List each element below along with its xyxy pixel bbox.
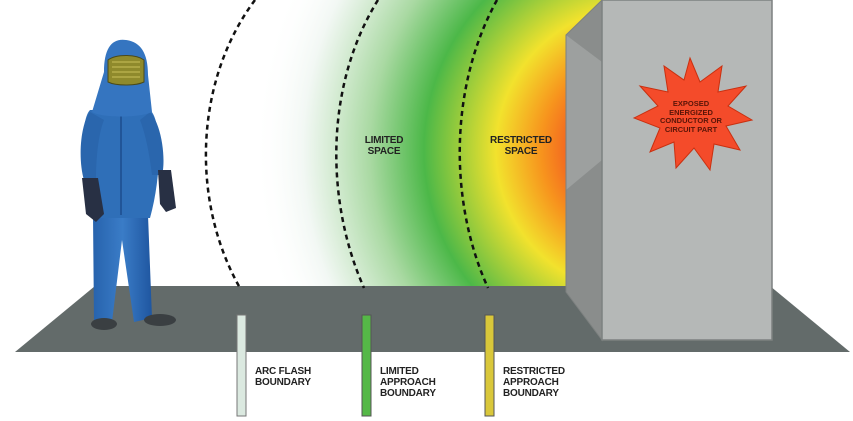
restricted-space-label: RESTRICTED SPACE [490,135,552,157]
limited-space-label: LIMITED SPACE [364,135,404,157]
restricted-approach-boundary-line [458,0,499,289]
limited-approach-boundary-line [335,0,380,289]
restricted-approach-boundary-label: RESTRICTED APPROACH BOUNDARY [503,366,565,399]
electrical-cabinet [565,0,773,342]
arc-flash-boundary-label: ARC FLASH BOUNDARY [255,366,311,388]
limited-approach-boundary-swatch [361,314,372,417]
hazard-label: EXPOSED ENERGIZED CONDUCTOR OR CIRCUIT P… [660,99,722,134]
restricted-approach-boundary-swatch [484,314,495,417]
worker-in-arc-flash-suit-icon [80,39,176,330]
arc-flash-boundary-swatch [236,314,247,417]
arc-flash-boundary-line [204,0,257,289]
hazard-star-icon [632,56,754,172]
limited-approach-boundary-label: LIMITED APPROACH BOUNDARY [380,366,436,399]
